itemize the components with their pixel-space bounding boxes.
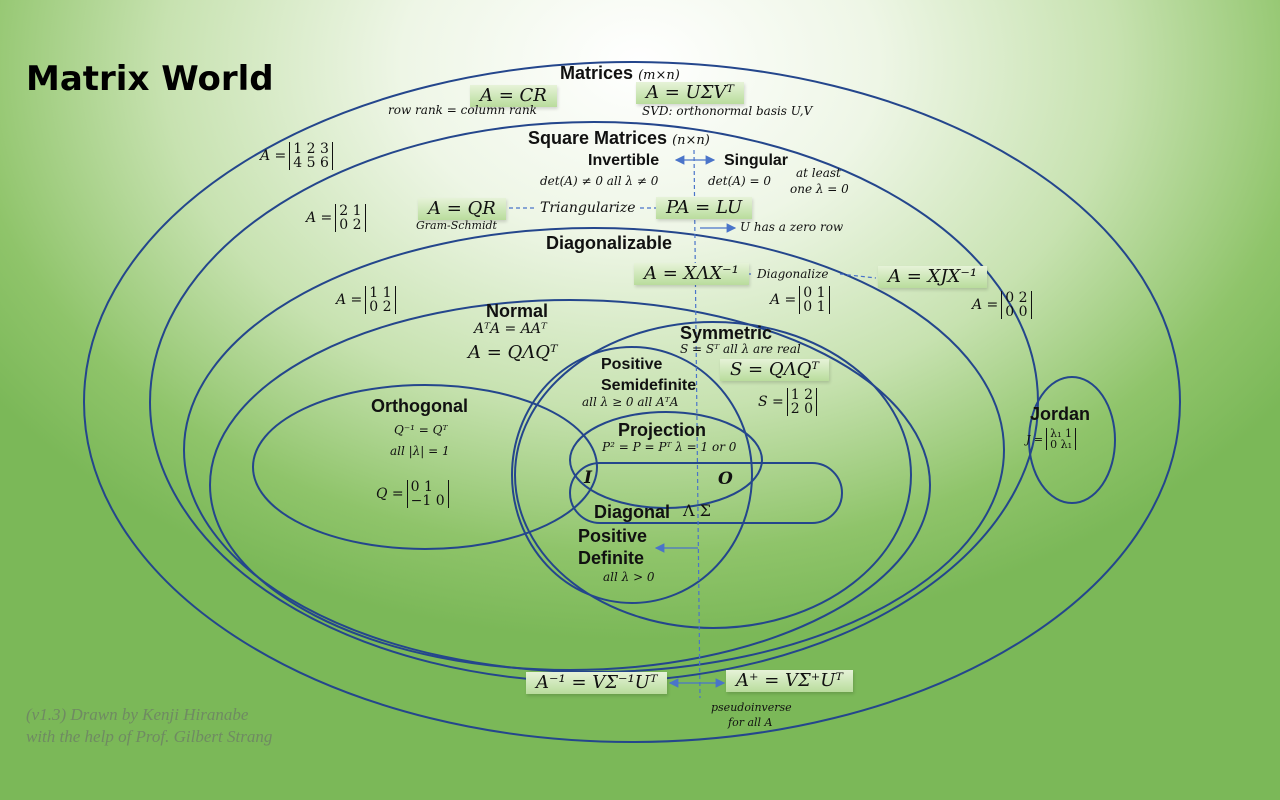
matrices-example: A = 1 2 3 4 5 6 — [260, 142, 333, 170]
singular-note-2: one λ = 0 — [790, 182, 849, 196]
projection-ellipse — [569, 411, 763, 509]
matrices-ellipse — [83, 61, 1181, 743]
pd-cond: all λ > 0 — [603, 570, 655, 584]
matrix-row: 4 5 6 — [293, 155, 329, 171]
psd-ellipse — [511, 346, 753, 604]
invertible-label: Invertible — [588, 152, 660, 169]
pd-label-2: Definite — [578, 548, 645, 568]
symmetric-cond: S = Sᵀ all λ are real — [680, 342, 801, 356]
matrix-row: 1 2 3 — [293, 141, 329, 157]
normal-cond: AᵀA = AAᵀ — [474, 321, 547, 337]
matrix-row: 2 1 — [339, 203, 362, 219]
square-example: A = 2 1 0 2 — [306, 204, 366, 232]
singular-note-1: at least — [796, 166, 841, 180]
jordan-ellipse — [1028, 376, 1116, 504]
matrices-heading: Matrices (m×n) — [560, 64, 680, 82]
square-heading: Square Matrices (n×n) — [528, 129, 710, 147]
credit-line-2: with the help of Prof. Gilbert Strang — [26, 727, 273, 746]
square-example-prefix: A = — [306, 210, 333, 226]
matrix-row: 0 λ₁ — [1050, 438, 1073, 451]
normal-ellipse — [209, 299, 931, 671]
symmetric-decomp: S = QΛQᵀ — [720, 359, 829, 381]
symmetric-label: Symmetric — [680, 323, 773, 343]
invertible-cond: det(A) ≠ 0 all λ ≠ 0 — [540, 174, 659, 188]
matrix-row: 0 1 — [410, 479, 433, 495]
normal-decomp: A = QΛQᵀ — [468, 342, 558, 363]
cr-note: row rank = column rank — [388, 103, 537, 117]
symmetric-example: S = 1 2 2 0 — [758, 387, 818, 417]
orthogonal-ellipse — [252, 384, 598, 550]
example-prefix: A = — [770, 292, 797, 308]
matrices-dim: (m×n) — [638, 68, 680, 83]
matrix-row: 0 1 — [803, 285, 826, 301]
diagonal-label: Diagonal — [594, 502, 671, 522]
example-prefix: S = — [758, 394, 784, 410]
triangularize-label: Triangularize — [540, 200, 636, 216]
nondiagonalizable-example: A = 0 2 0 0 — [972, 291, 1032, 319]
symmetric-ellipse — [514, 321, 912, 629]
diagonalizable-example-a: A = 1 1 0 2 — [336, 286, 396, 314]
singular-label: Singular — [724, 152, 789, 169]
diagonalizable-label: Diagonalizable — [546, 233, 673, 253]
projection-cond: P² = P = Pᵀ λ = 1 or 0 — [602, 440, 737, 454]
singular-cond: det(A) = 0 — [708, 174, 771, 188]
matrix-row: 0 1 — [803, 299, 826, 315]
matrix-row: 0 0 — [1005, 304, 1028, 320]
svd-note: SVD: orthonormal basis U,V — [642, 104, 813, 118]
diagonalize-xjx-link — [839, 273, 877, 279]
xjx-formula: A = XJX⁻¹ — [878, 266, 988, 288]
diagonalize-label: Diagonalize — [757, 267, 829, 281]
matrix-row: −1 0 — [410, 493, 445, 509]
orthogonal-cond-1: Q⁻¹ = Qᵀ — [394, 423, 448, 437]
normal-label: Normal — [486, 301, 549, 321]
example-prefix: Q = — [376, 486, 404, 502]
xlx-formula: A = XΛX⁻¹ — [634, 263, 749, 285]
cr-formula: A = CR — [470, 85, 557, 107]
invertibility-divider — [693, 149, 701, 699]
pinv-note-2: for all A — [728, 716, 773, 729]
diagonal-symbols: Λ Σ — [683, 501, 711, 520]
matrix-row: 1 2 — [790, 387, 814, 403]
example-prefix: A = — [972, 297, 999, 313]
matrix-row: 0 2 — [369, 299, 392, 315]
orthogonal-example: Q = 0 1 −1 0 — [376, 480, 449, 508]
page-title: Matrix World — [26, 59, 274, 99]
svd-formula: A = UΣVᵀ — [636, 82, 744, 104]
psd-label-2: Semidefinite — [601, 377, 697, 394]
pd-label-1: Positive — [578, 526, 648, 546]
square-dim: (n×n) — [672, 133, 710, 148]
matrix-row: λ₁ 1 — [1050, 427, 1073, 440]
square-label: Square Matrices — [528, 128, 668, 148]
lu-note: U has a zero row — [740, 220, 844, 234]
qr-formula: A = QR — [418, 198, 506, 220]
qr-note: Gram-Schmidt — [416, 219, 497, 232]
matrices-example-prefix: A = — [260, 148, 287, 164]
diagonal-box — [569, 462, 843, 524]
orthogonal-cond-2: all |λ| = 1 — [390, 444, 450, 458]
zero-label: O — [718, 469, 733, 489]
lu-formula: PA = LU — [656, 197, 753, 219]
matrix-row: 0 2 — [1005, 290, 1028, 306]
projection-label: Projection — [618, 420, 707, 440]
matrix-row: 0 2 — [339, 217, 362, 233]
pinv-formula: A⁺ = VΣ⁺Uᵀ — [726, 670, 853, 692]
inverse-formula: A⁻¹ = VΣ⁻¹Uᵀ — [526, 672, 668, 694]
matrix-row: 2 0 — [790, 401, 814, 417]
credit-line-1: (v1.3) Drawn by Kenji Hiranabe — [26, 705, 249, 724]
example-prefix: A = — [336, 292, 363, 308]
jordan-label: Jordan — [1030, 404, 1091, 424]
psd-cond: all λ ≥ 0 all AᵀA — [582, 395, 679, 409]
identity-label: I — [584, 468, 592, 488]
matrix-row: 1 1 — [369, 285, 392, 301]
pinv-note-1: pseudoinverse — [711, 701, 792, 714]
matrices-label: Matrices — [560, 63, 634, 83]
psd-label-1: Positive — [601, 356, 663, 373]
jordan-example: J = λ₁ 1 0 λ₁ — [1026, 427, 1077, 451]
diagonalizable-example-b: A = 0 1 0 1 — [770, 286, 830, 314]
example-prefix: J = — [1026, 432, 1044, 446]
orthogonal-label: Orthogonal — [371, 396, 468, 416]
